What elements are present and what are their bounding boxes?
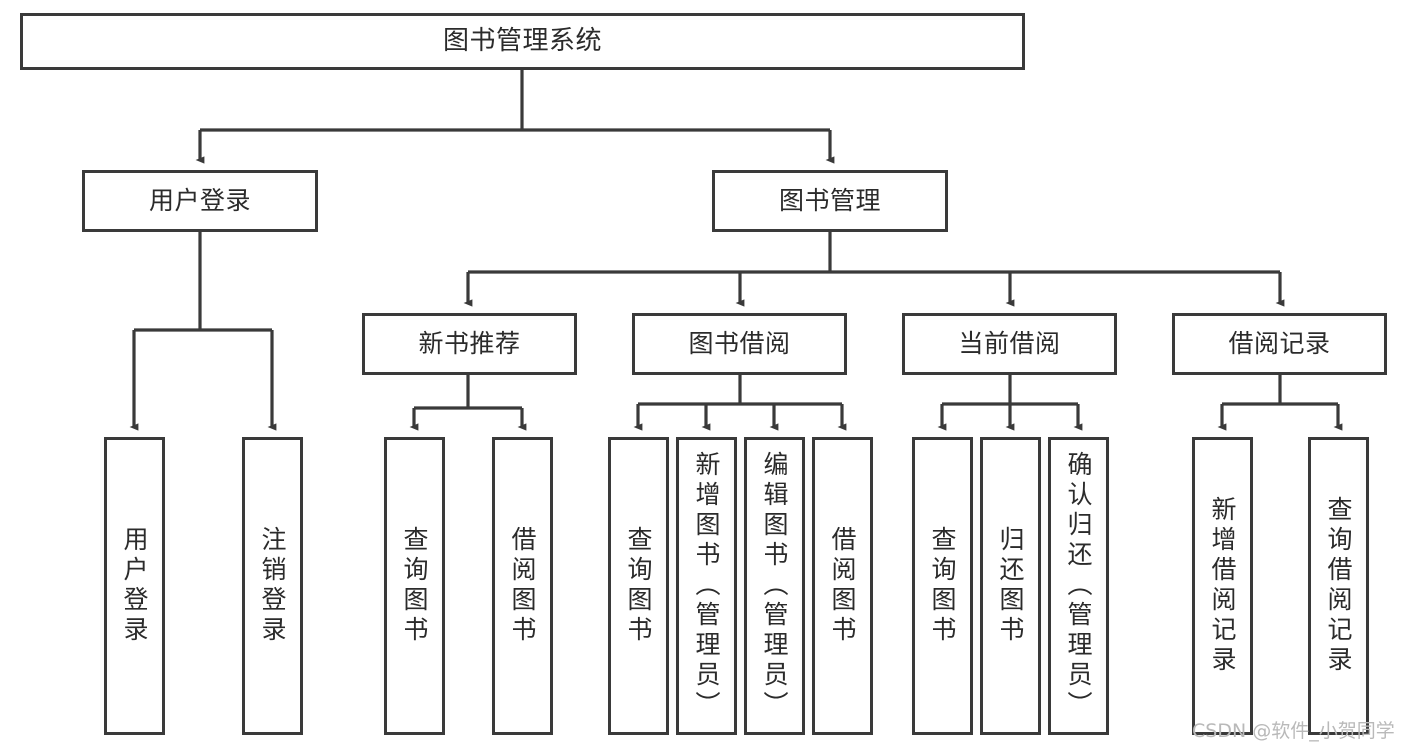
node-leaf-query-book-2-label: 查询图书 [624, 526, 653, 646]
csdn-watermark: CSDN @软件_小贺同学 [1192, 720, 1395, 742]
node-book-borrow[interactable]: 图书借阅 [632, 313, 847, 375]
node-leaf-edit-book[interactable]: 编辑图书（管理员） [744, 437, 805, 735]
node-leaf-query-book-2[interactable]: 查询图书 [608, 437, 669, 735]
node-leaf-query-book-1[interactable]: 查询图书 [384, 437, 445, 735]
node-current-borrow-label: 当前借阅 [958, 329, 1061, 359]
node-leaf-user-logout[interactable]: 注销登录 [242, 437, 303, 735]
node-new-book-recommend[interactable]: 新书推荐 [362, 313, 577, 375]
node-borrow-record-label: 借阅记录 [1228, 329, 1331, 359]
node-leaf-edit-book-label: 编辑图书（管理员） [760, 451, 789, 721]
node-leaf-user-login-label: 用户登录 [120, 526, 149, 646]
node-new-book-recommend-label: 新书推荐 [418, 329, 521, 359]
node-leaf-user-logout-label: 注销登录 [258, 526, 287, 646]
node-leaf-confirm-return[interactable]: 确认归还（管理员） [1048, 437, 1109, 735]
node-leaf-add-record[interactable]: 新增借阅记录 [1192, 437, 1253, 735]
node-current-borrow[interactable]: 当前借阅 [902, 313, 1117, 375]
node-leaf-add-book-label: 新增图书（管理员） [692, 451, 721, 721]
node-leaf-return-book[interactable]: 归还图书 [980, 437, 1041, 735]
node-leaf-query-record-label: 查询借阅记录 [1324, 496, 1353, 676]
node-root[interactable]: 图书管理系统 [20, 13, 1025, 70]
node-leaf-confirm-return-label: 确认归还（管理员） [1064, 451, 1093, 721]
node-leaf-add-record-label: 新增借阅记录 [1208, 496, 1237, 676]
node-book-manage[interactable]: 图书管理 [712, 170, 948, 232]
node-borrow-record[interactable]: 借阅记录 [1172, 313, 1387, 375]
node-leaf-borrow-book-2[interactable]: 借阅图书 [812, 437, 873, 735]
node-leaf-query-book-3-label: 查询图书 [928, 526, 957, 646]
node-leaf-borrow-book-1-label: 借阅图书 [508, 526, 537, 646]
node-root-label: 图书管理系统 [442, 26, 602, 57]
node-leaf-query-book-3[interactable]: 查询图书 [912, 437, 973, 735]
node-leaf-user-login[interactable]: 用户登录 [104, 437, 165, 735]
node-leaf-return-book-label: 归还图书 [996, 526, 1025, 646]
node-leaf-borrow-book-2-label: 借阅图书 [828, 526, 857, 646]
node-user-login-label: 用户登录 [148, 186, 251, 216]
node-book-manage-label: 图书管理 [778, 186, 881, 216]
node-leaf-borrow-book-1[interactable]: 借阅图书 [492, 437, 553, 735]
node-book-borrow-label: 图书借阅 [688, 329, 791, 359]
node-user-login[interactable]: 用户登录 [82, 170, 318, 232]
node-leaf-add-book[interactable]: 新增图书（管理员） [676, 437, 737, 735]
node-leaf-query-record[interactable]: 查询借阅记录 [1308, 437, 1369, 735]
node-leaf-query-book-1-label: 查询图书 [400, 526, 429, 646]
